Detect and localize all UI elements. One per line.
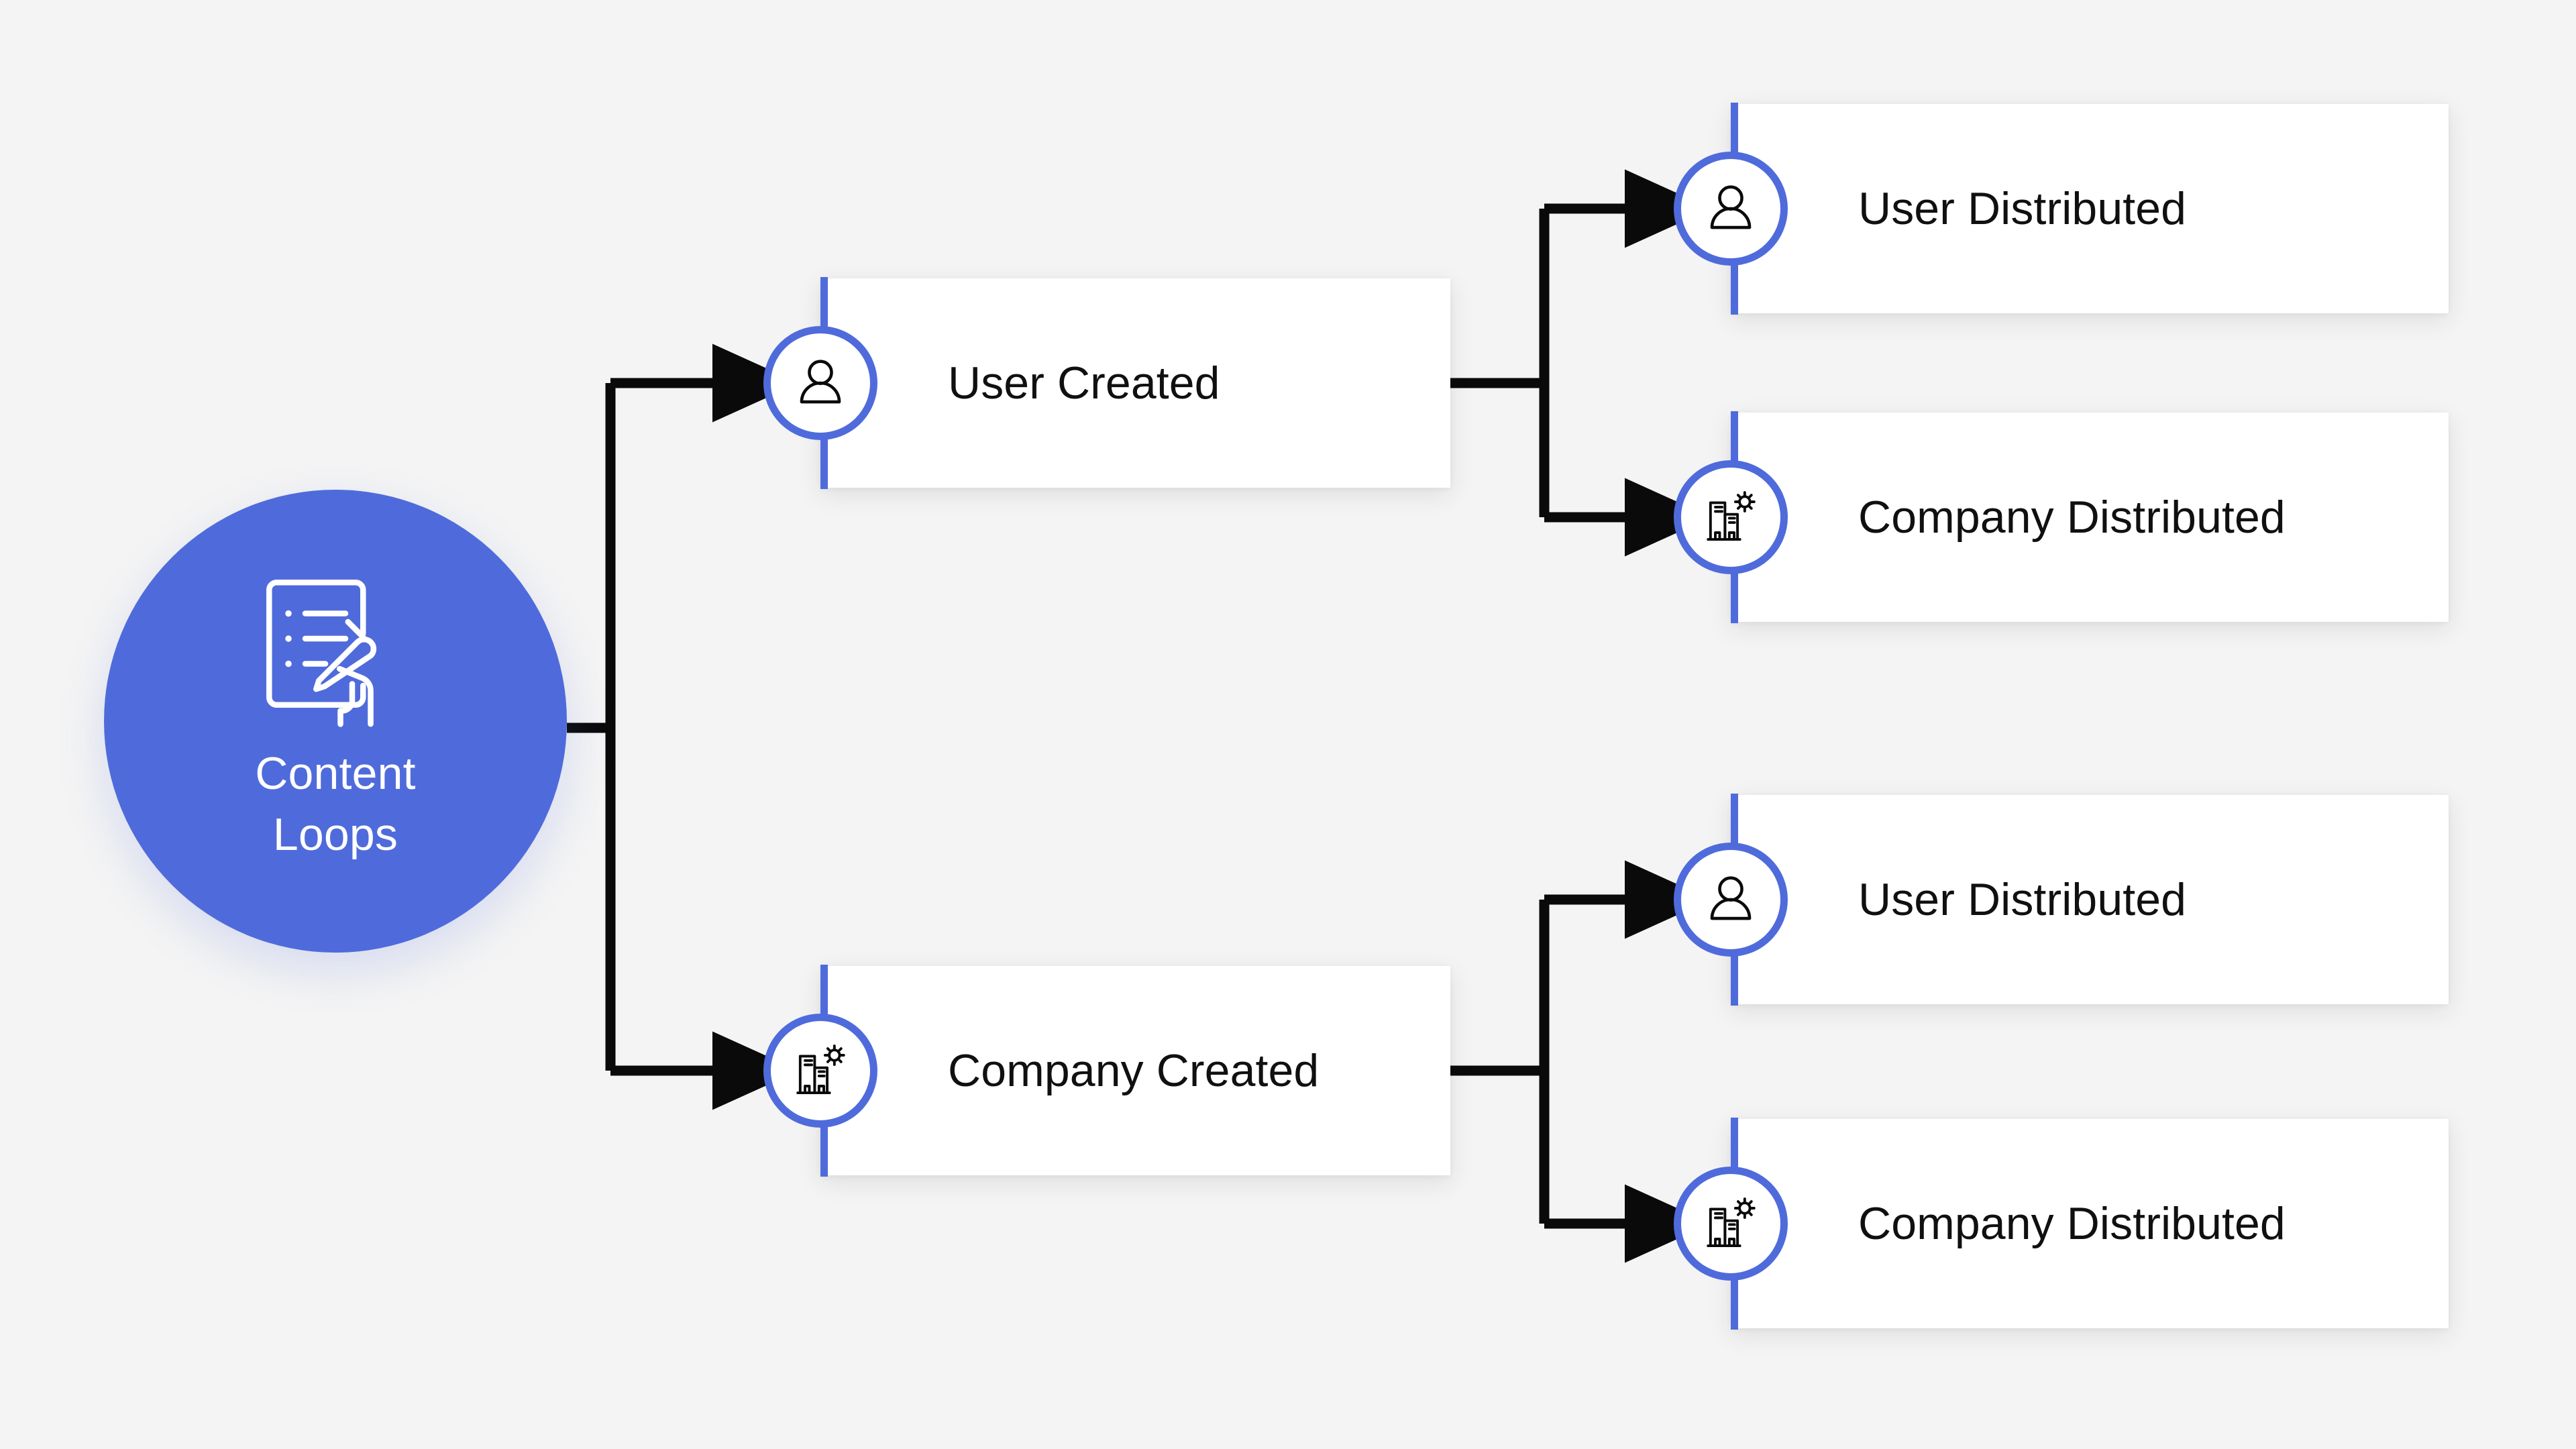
node-label: Company Distributed xyxy=(1858,492,2286,543)
root-node-content-loops[interactable]: Content Loops xyxy=(104,490,567,953)
user-icon xyxy=(1674,152,1788,266)
node-label: User Created xyxy=(948,358,1220,409)
node-user-distributed-1[interactable]: User Distributed xyxy=(1674,103,2449,315)
node-user-created[interactable]: User Created xyxy=(763,277,1450,489)
edge-company-created-branch xyxy=(1450,860,1711,1263)
company-building-sun-icon xyxy=(763,1014,877,1128)
node-company-distributed-1[interactable]: Company Distributed xyxy=(1674,411,2449,623)
node-company-distributed-2[interactable]: Company Distributed xyxy=(1674,1118,2449,1330)
company-building-sun-icon xyxy=(1674,1167,1788,1281)
node-company-created[interactable]: Company Created xyxy=(763,965,1450,1177)
edge-root-branch xyxy=(567,343,799,1110)
root-node-label: Content Loops xyxy=(255,747,416,860)
node-label: User Distributed xyxy=(1858,874,2187,925)
user-icon xyxy=(1674,843,1788,957)
note-pencil-writing-icon xyxy=(252,565,419,733)
node-label: Company Created xyxy=(948,1045,1320,1096)
company-building-sun-icon xyxy=(1674,460,1788,574)
node-label: User Distributed xyxy=(1858,183,2187,234)
user-icon xyxy=(763,326,877,440)
node-label: Company Distributed xyxy=(1858,1198,2286,1249)
edge-user-created-branch xyxy=(1450,169,1711,557)
node-user-distributed-2[interactable]: User Distributed xyxy=(1674,794,2449,1006)
